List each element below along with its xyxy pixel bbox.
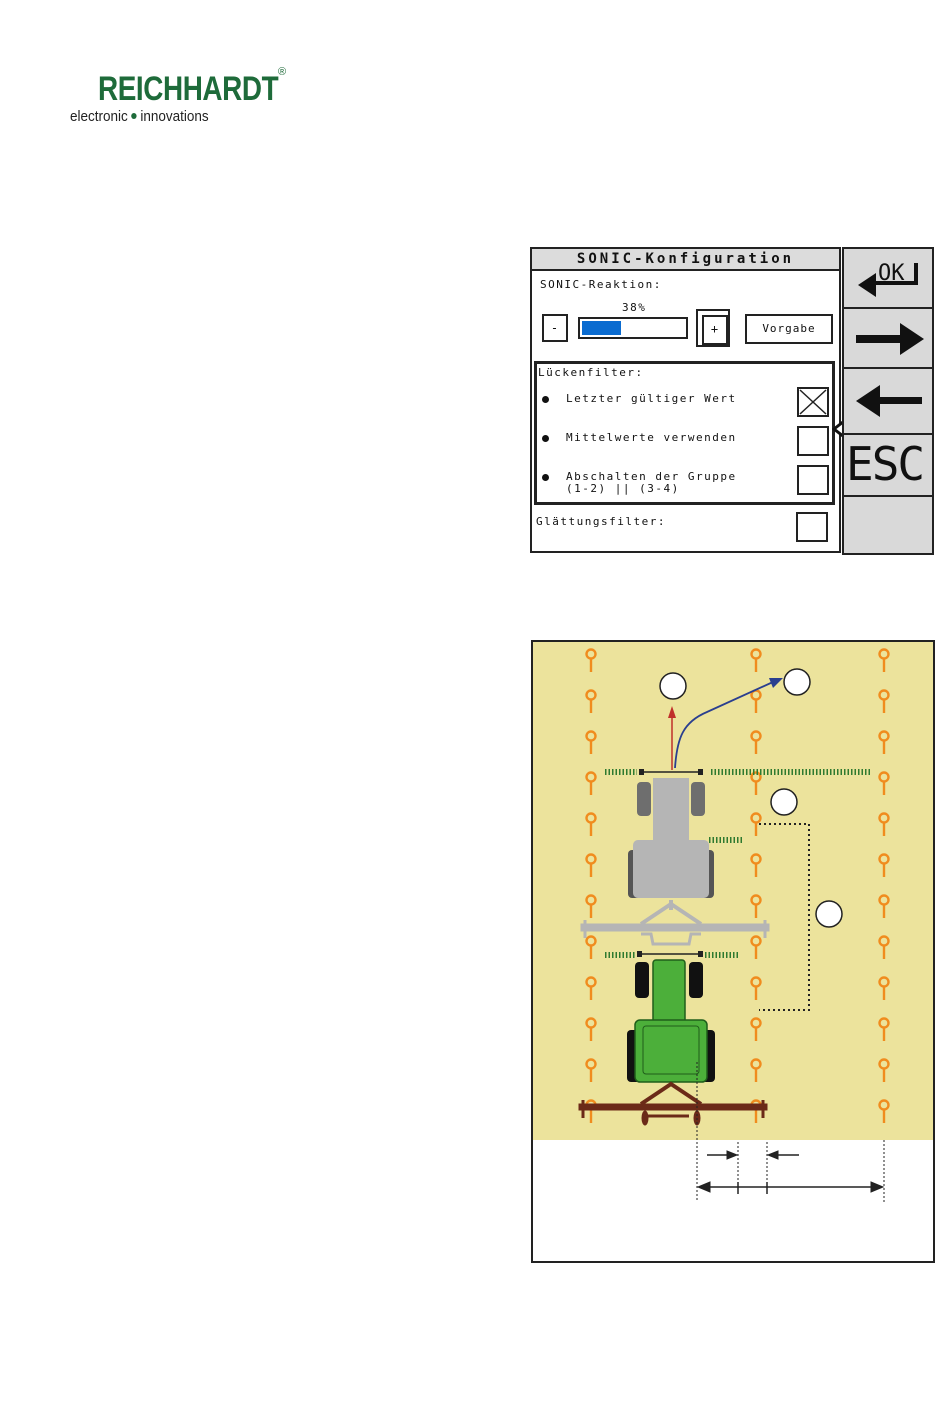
- bullet-icon: [542, 435, 549, 442]
- front-wheel: [691, 782, 705, 816]
- smoothing-filter-label: Glättungsfilter:: [536, 515, 666, 528]
- ok-return-icon: [854, 261, 924, 301]
- esc-button[interactable]: ESC: [844, 433, 932, 497]
- option-switch-off-label-line2: (1-2) || (3-4): [566, 482, 680, 495]
- option-last-valid-label: Letzter gültiger Wert: [566, 392, 737, 405]
- increase-button-label: +: [702, 315, 728, 345]
- sensor-icon: [637, 951, 642, 957]
- config-panel: SONIC-Konfiguration SONIC-Reaktion: 38% …: [530, 247, 841, 553]
- softkey-column: OK ESC: [842, 247, 934, 555]
- arrow-left-icon: [854, 385, 926, 417]
- logo-registered-mark: ®: [278, 66, 286, 78]
- sensor-icon: [639, 769, 644, 775]
- reaction-label: SONIC-Reaktion:: [540, 278, 662, 291]
- callout-circle: [816, 901, 842, 927]
- reaction-percent: 38%: [622, 301, 646, 314]
- back-button[interactable]: [844, 369, 932, 429]
- callout-circle: [771, 789, 797, 815]
- sensor-icon: [698, 769, 703, 775]
- tractor-hood: [653, 960, 685, 1024]
- logo-tagline-left: electronic: [70, 108, 128, 125]
- decrease-button[interactable]: -: [542, 314, 568, 342]
- next-button[interactable]: [844, 309, 932, 369]
- smoothing-filter-checkbox[interactable]: [796, 512, 828, 542]
- crop-field-area: [533, 642, 933, 1140]
- increase-button[interactable]: +: [696, 309, 730, 347]
- reaction-progress-bar: [578, 317, 688, 339]
- tractor-cab: [633, 840, 709, 898]
- front-wheel: [689, 962, 703, 998]
- front-wheel: [635, 962, 649, 998]
- option-average-checkbox[interactable]: [797, 426, 829, 456]
- callout-circle: [660, 673, 686, 699]
- logo-brand-name: REICHHARDT: [98, 70, 278, 109]
- esc-button-label: ESC: [846, 437, 923, 491]
- front-wheel: [637, 782, 651, 816]
- logo-tagline-right: innovations: [140, 108, 208, 125]
- field-illustration: [533, 642, 933, 1261]
- arrow-right-icon: [727, 1151, 737, 1159]
- arrow-right-icon: [871, 1182, 883, 1192]
- checkbox-cross-icon: [799, 389, 827, 415]
- option-switch-off-checkbox[interactable]: [797, 465, 829, 495]
- field-diagram: [531, 640, 935, 1263]
- sensor-icon: [698, 951, 703, 957]
- tractor-cab: [635, 1020, 707, 1082]
- option-last-valid-checkbox[interactable]: [797, 387, 829, 417]
- bullet-icon: [542, 474, 549, 481]
- gap-filter-label: Lückenfilter:: [538, 366, 644, 379]
- default-button[interactable]: Vorgabe: [745, 314, 833, 344]
- arrow-left-icon: [698, 1182, 710, 1192]
- gap-filter-group: Lückenfilter: Letzter gültiger Wert Mitt…: [534, 361, 835, 505]
- option-average-label: Mittelwerte verwenden: [566, 431, 737, 444]
- arrow-right-icon: [854, 321, 926, 357]
- logo-tagline: electronic innovations: [70, 108, 209, 125]
- sonic-config-screen: SONIC-Konfiguration SONIC-Reaktion: 38% …: [530, 247, 934, 555]
- logo-dot-icon: [131, 113, 136, 119]
- tractor-hood: [653, 778, 689, 844]
- reaction-progress-fill: [582, 321, 621, 335]
- bullet-icon: [542, 396, 549, 403]
- ok-button[interactable]: OK: [844, 249, 932, 309]
- callout-circle: [784, 669, 810, 695]
- reichhardt-logo: REICHHARDT ® electronic innovations: [68, 66, 308, 136]
- arrow-left-icon: [768, 1151, 778, 1159]
- panel-title: SONIC-Konfiguration: [532, 249, 839, 271]
